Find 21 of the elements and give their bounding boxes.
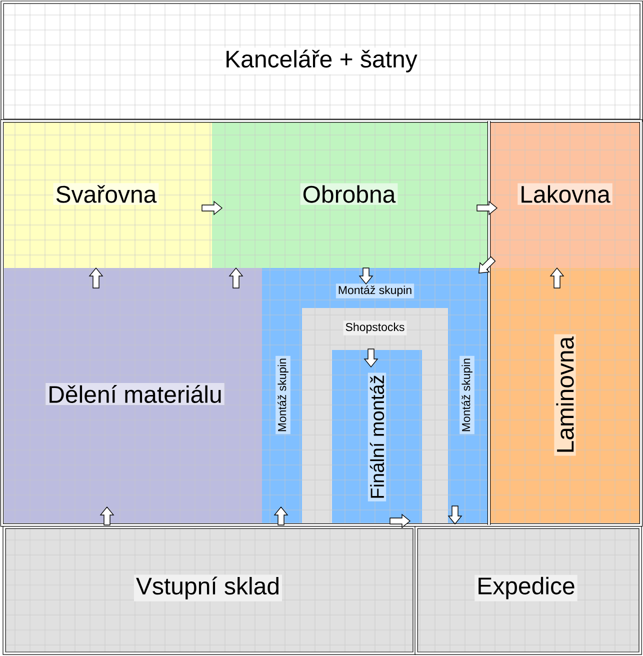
room-area: Vstupní sklad (2, 526, 416, 655)
arrow (88, 267, 104, 288)
room-area: Obrobna (212, 122, 488, 268)
room-area: Dělení materiálu (4, 268, 262, 523)
arrow (550, 267, 564, 288)
room-area: Laminovna (490, 268, 640, 523)
arrow (358, 268, 374, 285)
room-area: Lakovna (490, 122, 640, 268)
room-area: Finální montáž (332, 350, 422, 523)
room-area: Kanceláře + šatny (0, 0, 643, 122)
arrow (100, 506, 114, 526)
arrow (390, 514, 411, 528)
arrow (274, 506, 288, 526)
arrow (478, 256, 496, 274)
arrow (228, 267, 244, 288)
room-area: Svařovna (4, 122, 212, 268)
arrow (476, 200, 498, 216)
arrow (202, 200, 223, 216)
arrow (448, 506, 462, 525)
room-area: Expedice (414, 526, 642, 655)
arrow (364, 348, 378, 368)
